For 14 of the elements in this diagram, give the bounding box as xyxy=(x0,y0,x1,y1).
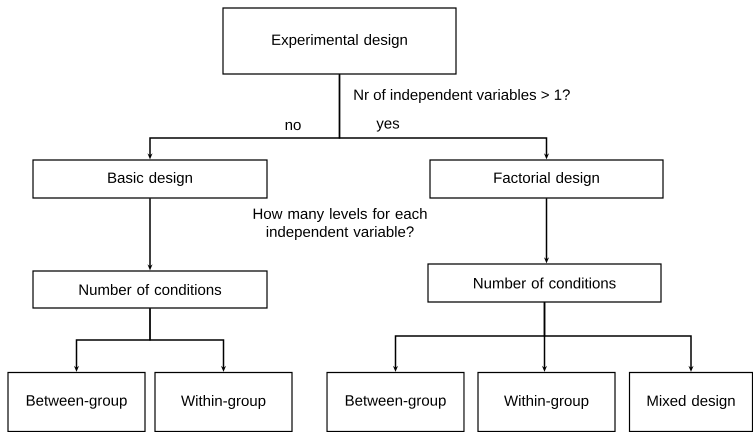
process-box: Within-group xyxy=(477,372,616,432)
process-box: Between-group xyxy=(7,372,146,432)
process-box: Within-group xyxy=(154,372,293,432)
process-box: Mixed design xyxy=(628,372,753,432)
question-text: How many levels for each independent variable? xyxy=(254,208,427,240)
process-box: Experimental design xyxy=(222,7,457,75)
process-box: Factorial design xyxy=(429,159,664,199)
process-box: Number of conditions xyxy=(32,270,268,309)
edge-label: no xyxy=(286,122,301,130)
process-box: Number of conditions xyxy=(427,263,662,303)
question-text: Nr of independent variables > 1? xyxy=(354,89,570,103)
edge-label: yes xyxy=(376,120,400,132)
process-box: Between-group xyxy=(326,372,465,432)
process-box: Basic design xyxy=(32,159,268,199)
